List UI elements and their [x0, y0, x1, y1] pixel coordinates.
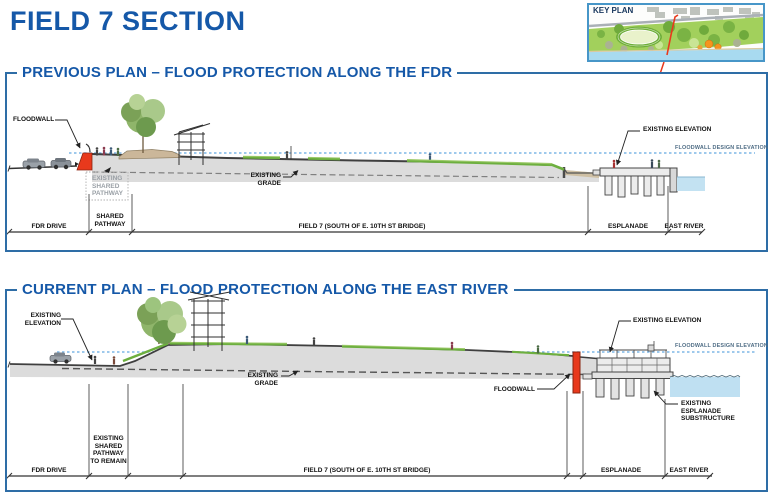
dimension-lines: [7, 186, 706, 236]
current-plan-box: CURRENT PLAN – FLOOD PROTECTION ALONG TH…: [5, 281, 768, 492]
previous-plan-canvas: FLOODWALL EXISTING SHARED PATHWAY EXISTI…: [7, 74, 768, 250]
previous-plan-title: PREVIOUS PLAN – FLOOD PROTECTION ALONG T…: [17, 64, 458, 81]
existing-grade-callout: EXISTING GRADE: [247, 372, 278, 387]
key-plan-map: [588, 5, 764, 60]
dimension-lines: [7, 384, 714, 480]
dim-field7: FIELD 7 (SOUTH OF E. 10TH ST BRIDGE): [298, 223, 426, 230]
tree: [121, 94, 165, 153]
ground-section: [91, 153, 599, 182]
dim-east-river: EAST RIVER: [664, 223, 704, 230]
overlook-structure: [173, 123, 211, 165]
floodwall-design-elevation-callout: FLOODWALL DESIGN ELEVATION: [675, 343, 768, 349]
shared-pathway-outline: [85, 167, 129, 201]
dim-existing-shared-pathway: EXISTING SHARED PATHWAY TO REMAIN: [90, 435, 127, 465]
key-plan-track: [616, 26, 662, 48]
floodwall-callout: FLOODWALL: [493, 385, 535, 393]
key-plan-title: KEY PLAN: [593, 6, 634, 15]
cars: [22, 158, 79, 170]
leader-lines: [55, 119, 640, 178]
current-plan-title: CURRENT PLAN – FLOOD PROTECTION ALONG TH…: [17, 281, 514, 298]
floodwall-design-elevation-callout: FLOODWALL DESIGN ELEVATION: [675, 144, 768, 151]
previous-plan-drawing: [7, 94, 755, 236]
existing-grade-line: [61, 367, 591, 376]
existing-elevation-right-callout: EXISTING ELEVATION: [633, 317, 702, 324]
car: [49, 352, 72, 364]
previous-plan-box: PREVIOUS PLAN – FLOOD PROTECTION ALONG T…: [5, 64, 768, 252]
esplanade-structure: [582, 341, 674, 400]
east-river-water: [677, 176, 705, 191]
existing-esplanade-substructure-callout: EXISTING ESPLANADE SUBSTRUCTURE: [681, 400, 735, 423]
key-plan-section-line: [666, 14, 679, 56]
floodwall: [572, 351, 581, 394]
berm-grass: [122, 341, 570, 363]
esplanade-structure: [592, 159, 678, 198]
people: [93, 335, 540, 365]
existing-grade-line: [91, 171, 560, 179]
people: [95, 146, 432, 162]
ground-section: [7, 343, 598, 379]
dim-shared-pathway: SHARED PATHWAY: [94, 213, 126, 228]
trees: [137, 297, 187, 345]
existing-elevation-left-callout: EXISTING ELEVATION: [24, 312, 61, 327]
dim-fdr-drive: FDR DRIVE: [31, 223, 67, 230]
key-plan-playground: [697, 39, 722, 51]
existing-shared-pathway-callout: EXISTING SHARED PATHWAY: [92, 175, 123, 198]
existing-elevation-callout: EXISTING ELEVATION: [643, 126, 712, 133]
key-plan-shoreline: [588, 47, 764, 53]
planter-mound: [118, 149, 181, 160]
current-plan-drawing: [7, 291, 755, 480]
existing-grade-callout: EXISTING GRADE: [250, 172, 281, 187]
dim-fdr-drive: FDR DRIVE: [31, 467, 67, 474]
overlook-structure: [187, 291, 231, 351]
key-plan-water: [589, 49, 763, 60]
floodwall-callout: FLOODWALL: [13, 116, 55, 123]
dim-esplanade: ESPLANADE: [607, 223, 649, 230]
page-title: FIELD 7 SECTION: [10, 6, 246, 36]
current-plan-canvas: EXISTING ELEVATION EXISTING GRADE FLOODW…: [7, 291, 768, 490]
east-river-water: [669, 374, 741, 397]
floodwall: [76, 143, 93, 171]
key-plan: KEY PLAN: [587, 3, 765, 62]
dim-field7: FIELD 7 (SOUTH OF E. 10TH ST BRIDGE): [303, 467, 431, 474]
leader-lines: [61, 318, 678, 405]
dim-east-river: EAST RIVER: [669, 467, 709, 474]
dim-esplanade: ESPLANADE: [600, 467, 642, 474]
planting-strips: [242, 155, 565, 171]
